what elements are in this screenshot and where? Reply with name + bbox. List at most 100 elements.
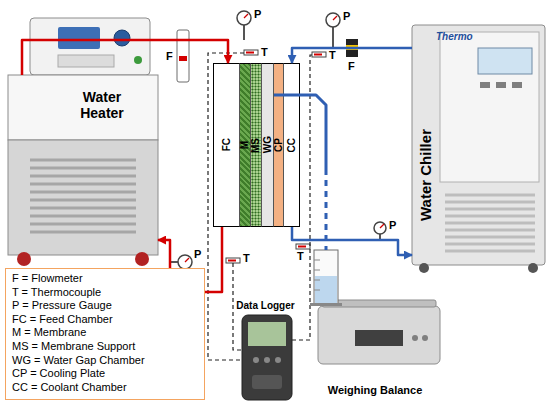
chiller-panel	[440, 32, 539, 182]
device-label: Weighing Balance	[305, 384, 445, 396]
chiller-button	[496, 82, 506, 88]
logger-button	[275, 357, 281, 363]
logger-keypad	[252, 375, 282, 389]
flow-pipe	[292, 227, 412, 255]
distillate-line	[274, 95, 326, 250]
gauge-stem	[379, 234, 381, 240]
legend-entry: WG = Water Gap Chamber	[12, 354, 198, 368]
logger-screen	[248, 322, 286, 346]
legend-entry: CC = Coolant Chamber	[12, 381, 198, 395]
gauge-needle	[244, 14, 248, 18]
heater-panel	[58, 55, 114, 67]
thermocouple-bar	[298, 246, 306, 248]
logger-button	[253, 357, 259, 363]
pressure-gauge	[374, 222, 386, 234]
flow-pipe	[292, 48, 412, 63]
legend-entry: FC = Feed Chamber	[12, 313, 198, 327]
membrane: M	[240, 63, 251, 227]
chamber-label: CP	[274, 138, 284, 152]
instrument-label: F	[348, 60, 355, 73]
legend-entry: T = Thermocouple	[12, 286, 198, 300]
chamber-label: MS	[251, 138, 261, 153]
data-logger: Data Logger	[228, 298, 303, 403]
chamber-label: M	[240, 141, 250, 149]
feed-chamber: FC	[213, 63, 240, 227]
device-label: Data Logger	[228, 300, 303, 311]
balance-base	[318, 306, 440, 364]
gauge-stem	[332, 27, 334, 48]
legend-entry: F = Flowmeter	[12, 272, 198, 286]
measuring-cylinder	[314, 250, 338, 305]
chiller-body	[412, 25, 545, 265]
flowmeter-band	[346, 45, 358, 50]
chiller-wheel	[419, 263, 429, 273]
thermocouple-wires	[208, 53, 312, 360]
device-label: Thermo	[436, 31, 473, 42]
chiller-display	[478, 48, 532, 74]
thermocouple-bar	[314, 54, 322, 56]
water-gap-chamber: WG	[262, 63, 274, 227]
heater-button	[134, 56, 142, 64]
flowmeter-tube	[177, 30, 189, 82]
legend-entry: M = Membrane	[12, 326, 198, 340]
gauge-needle	[185, 258, 189, 262]
heater-vents	[30, 160, 136, 232]
instrument-label: P	[254, 8, 261, 21]
thermocouple-bar	[246, 52, 254, 54]
heater-display	[58, 27, 100, 49]
chiller-button	[480, 82, 490, 88]
cylinder-foot	[310, 303, 342, 306]
weighing-balance: Weighing Balance	[305, 250, 445, 400]
legend-entry: MS = Membrane Support	[12, 340, 198, 354]
heater-knob	[114, 30, 130, 46]
pressure-gauge	[326, 13, 340, 27]
chamber-label: FC	[222, 138, 232, 151]
chiller-vents	[445, 195, 535, 251]
device-label: Water Chiller	[417, 110, 434, 240]
instrument-label: T	[243, 252, 250, 265]
instrument-label: T	[261, 46, 268, 59]
chamber-label: WG	[263, 136, 273, 153]
gauge-stem	[243, 25, 245, 40]
gauge-stem	[170, 261, 178, 263]
instrument-label: P	[343, 10, 350, 23]
water-chiller: ThermoWater Chiller	[412, 25, 545, 265]
legend-entry: CP = Cooling Plate	[12, 367, 198, 381]
pressure-gauge	[178, 255, 192, 269]
heater-bath-top	[8, 75, 158, 140]
chiller-wheel	[528, 263, 538, 273]
cooling-plate: CP	[274, 63, 284, 227]
instrument-label: P	[194, 248, 201, 261]
heater-wheel	[135, 252, 149, 266]
instrument-label: P	[389, 219, 396, 232]
thermocouple	[244, 50, 258, 55]
coolant-chamber: CC	[284, 63, 300, 227]
balance-button	[412, 335, 418, 341]
flowmeter-float	[179, 56, 187, 61]
membrane-support: MS	[251, 63, 262, 227]
logger-button	[264, 357, 270, 363]
heater-wheel	[17, 252, 31, 266]
device-label: Water Heater	[60, 89, 144, 121]
balance-button	[422, 335, 428, 341]
thermocouple	[296, 244, 310, 249]
heater-controller	[30, 18, 150, 75]
instrument-label: T	[297, 250, 304, 263]
thermocouple-bar	[228, 260, 236, 262]
water-heater: Water Heater	[8, 75, 158, 255]
balance-display	[355, 330, 403, 346]
thermocouple	[312, 52, 326, 57]
heater-bath-body	[8, 140, 158, 255]
chamber-label: CC	[287, 138, 297, 152]
flowmeter-body	[346, 39, 358, 57]
pressure-gauge	[237, 11, 251, 25]
legend-box: F = FlowmeterT = ThermocoupleP = Pressur…	[5, 268, 205, 400]
thermocouple	[226, 258, 240, 263]
gauge-needle	[333, 16, 337, 20]
cylinder-marks	[314, 260, 320, 290]
instrument-label: T	[329, 49, 336, 62]
chiller-button	[512, 82, 522, 88]
flow-pipe	[22, 40, 228, 75]
gauge-needle	[380, 224, 384, 228]
